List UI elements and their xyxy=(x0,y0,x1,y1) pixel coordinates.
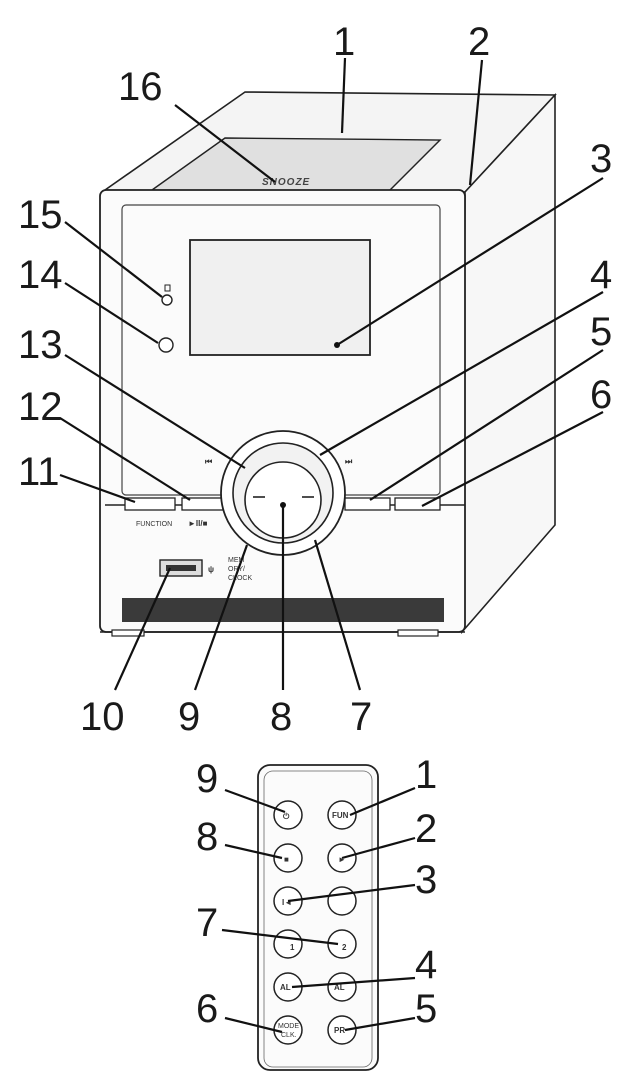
remote-fun-button xyxy=(327,800,357,830)
remote-stop-button xyxy=(273,843,303,873)
main-unit: SNOOZE FUNCTION ►II/■ ⏮ ⏭ ψ MEM ORY/ C xyxy=(18,20,612,739)
memory-text-2: ORY/ xyxy=(228,566,245,573)
remote-clk-label: CLK. xyxy=(281,1032,297,1039)
remote-fun-label: FUN xyxy=(332,811,349,820)
prev-symbol: ⏮ xyxy=(205,457,212,466)
remote-power-label: ⏻ xyxy=(283,812,290,821)
callout-remote-1: 1 xyxy=(415,753,437,797)
main-leaders xyxy=(59,57,604,691)
callout-main-5: 5 xyxy=(590,310,612,354)
foot-left xyxy=(111,629,145,637)
callout-remote-5: 5 xyxy=(415,987,437,1031)
callout-remote-2: 2 xyxy=(415,807,437,851)
remote-leaders xyxy=(221,786,416,1034)
foot-right xyxy=(397,629,439,637)
remote-play-label: ► xyxy=(338,855,346,864)
callout-remote-6: 6 xyxy=(196,987,218,1031)
remote-buttons: ⏻ FUN ■ ► I◄ 1 2 AL AL MODE CLK. PR xyxy=(273,800,357,1045)
callout-main-11: 11 xyxy=(18,450,60,494)
remote-control: ⏻ FUN ■ ► I◄ 1 2 AL AL MODE CLK. PR xyxy=(196,753,437,1071)
callout-main-15: 15 xyxy=(18,193,63,237)
remote-mode-label: MODE xyxy=(278,1023,299,1030)
callout-remote-7: 7 xyxy=(196,901,218,945)
callout-main-10: 10 xyxy=(80,695,125,739)
volume-down-button xyxy=(344,497,391,511)
callout-remote-9: 9 xyxy=(196,757,218,801)
remote-inner-edge xyxy=(263,770,373,1068)
callout-main-16: 16 xyxy=(118,65,163,109)
snooze-label: SNOOZE xyxy=(262,177,310,188)
remote-power-button xyxy=(273,800,303,830)
usb-icon: ψ xyxy=(208,565,214,574)
remote-pr-button xyxy=(327,1015,357,1045)
indicator-icon xyxy=(164,284,171,292)
callout-main-2: 2 xyxy=(468,20,490,64)
memory-text-1: MEM xyxy=(228,557,245,564)
callout-main-1: 1 xyxy=(333,20,355,64)
callout-main-14: 14 xyxy=(18,253,63,297)
remote-al-right-button xyxy=(327,972,357,1002)
callout-main-7: 7 xyxy=(350,695,372,739)
callout-main-6: 6 xyxy=(590,373,612,417)
remote-alarm2-label: 2 xyxy=(342,943,347,952)
play-stop-label: ►II/■ xyxy=(188,519,208,528)
remote-alarm1-button xyxy=(273,929,303,959)
next-symbol: ⏭ xyxy=(345,457,353,466)
callout-main-13: 13 xyxy=(18,323,63,367)
remote-stop-label: ■ xyxy=(284,855,289,864)
callout-remote-8: 8 xyxy=(196,815,218,859)
remote-pr-label: PR xyxy=(334,1026,345,1035)
memory-text-3: CLOCK xyxy=(228,575,252,582)
volume-up-button xyxy=(394,497,441,511)
remote-alarm1-label: 1 xyxy=(290,943,295,952)
callout-main-4: 4 xyxy=(590,253,612,297)
ir-sensor xyxy=(158,337,174,353)
remote-al-left-label: AL xyxy=(280,983,291,992)
function-label: FUNCTION xyxy=(136,521,172,528)
lcd-display xyxy=(189,239,371,356)
callout-main-9: 9 xyxy=(178,695,200,739)
remote-next-button xyxy=(327,886,357,916)
callout-main-8: 8 xyxy=(270,695,292,739)
callout-remote-4: 4 xyxy=(415,943,437,987)
callout-remote-3: 3 xyxy=(415,858,437,902)
indicator-led xyxy=(161,294,173,306)
function-button xyxy=(124,497,176,511)
remote-alarm2-button xyxy=(327,929,357,959)
remote-al-right-label: AL xyxy=(334,983,345,992)
usb-slot xyxy=(166,565,196,571)
callout-main-12: 12 xyxy=(18,385,63,429)
callout-main-3: 3 xyxy=(590,137,612,181)
remote-prev-label: I◄ xyxy=(282,898,292,907)
